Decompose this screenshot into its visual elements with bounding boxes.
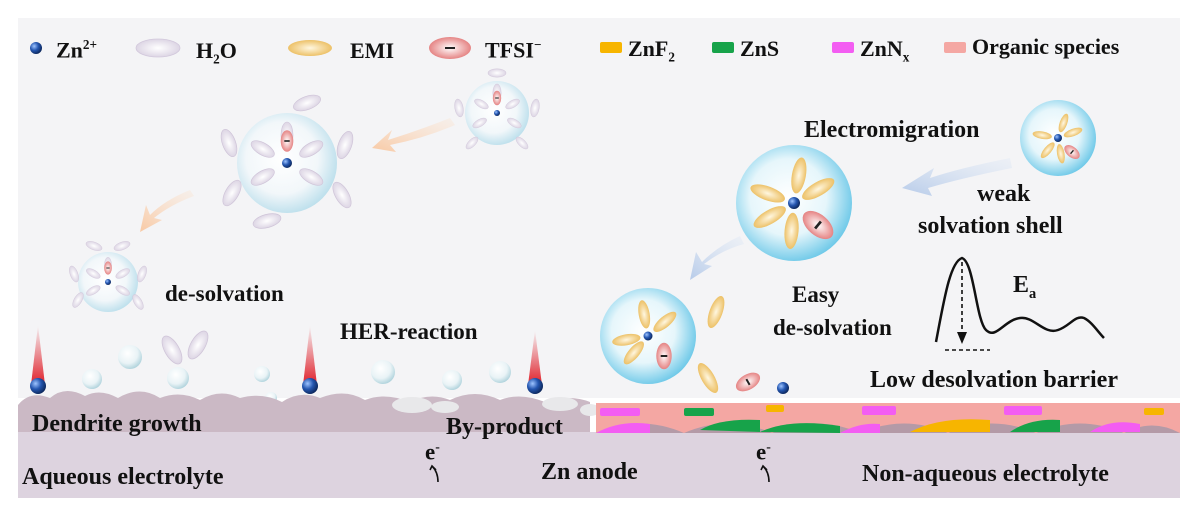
electron-arrow-right	[760, 464, 770, 483]
easy-desolvation-label: de-solvation	[773, 315, 892, 340]
electromigration-arrow	[902, 158, 1012, 196]
znf2-swatch-icon	[600, 42, 622, 53]
electromigration-label: Electromigration	[804, 117, 980, 143]
desolving-cluster	[600, 288, 696, 384]
solvated-zn-cluster-large	[217, 91, 357, 232]
znnx-swatch-icon	[832, 42, 854, 53]
easy-desolvation-arrow	[690, 236, 744, 280]
zns-swatch-icon	[712, 42, 734, 53]
sei-layer	[596, 403, 1180, 433]
legend-emi-label: EMI	[350, 38, 394, 63]
energy-barrier-plot	[934, 256, 1105, 351]
legend-zn-label: Zn2+	[56, 37, 98, 63]
her-reaction-label: HER-reaction	[340, 319, 478, 344]
weak-solvation-cluster	[1020, 100, 1096, 176]
background-band	[18, 18, 1180, 398]
tfsi-anion-icon	[429, 37, 471, 59]
solvated-zn-cluster-desolving	[67, 239, 149, 312]
legend-zns-label: ZnS	[740, 36, 780, 61]
water-molecule-icon	[135, 38, 181, 58]
legend-znf2-label: ZnF2	[628, 36, 675, 65]
easy-label: Easy	[792, 282, 840, 307]
hydrogen-bubbles	[82, 345, 511, 404]
electron-label-left: e-	[425, 439, 440, 465]
low-desolvation-barrier-label: Low desolvation barrier	[870, 367, 1118, 393]
activation-energy-label: Ea	[1013, 272, 1037, 302]
desolvation-arrow-upper	[372, 118, 455, 152]
solvation-shell-label: solvation shell	[918, 213, 1063, 239]
legend-tfsi-label: TFSI−	[485, 37, 542, 63]
dendrite-growth-label: Dendrite growth	[32, 411, 202, 437]
solvated-zn-cluster-small	[453, 68, 541, 152]
electron-label-right: e-	[756, 439, 771, 465]
legend-icons	[30, 37, 966, 59]
emi-cation-icon	[288, 40, 332, 56]
organic-species-swatch-icon	[944, 42, 966, 53]
by-product-flakes	[392, 397, 600, 416]
by-product-label: By-product	[446, 414, 563, 440]
non-aqueous-electrolyte-label: Non-aqueous electrolyte	[862, 461, 1109, 487]
released-species	[693, 293, 789, 396]
legend-organic-label: Organic species	[972, 34, 1120, 59]
dendrite-spikes	[30, 325, 543, 394]
weak-label: weak	[977, 181, 1031, 207]
desolvation-arrow-lower	[140, 190, 194, 232]
weak-solvation-cluster-large	[736, 145, 852, 261]
zn-anode	[18, 432, 1180, 498]
desolvation-label: de-solvation	[165, 281, 284, 306]
legend-water-label: H2O	[196, 38, 237, 67]
legend-znnx-label: ZnNx	[860, 36, 910, 65]
aqueous-electrolyte-label: Aqueous electrolyte	[22, 464, 224, 490]
electron-arrow-left	[429, 464, 439, 483]
zn-anode-label: Zn anode	[541, 459, 638, 485]
zn-ion-icon	[30, 42, 42, 54]
